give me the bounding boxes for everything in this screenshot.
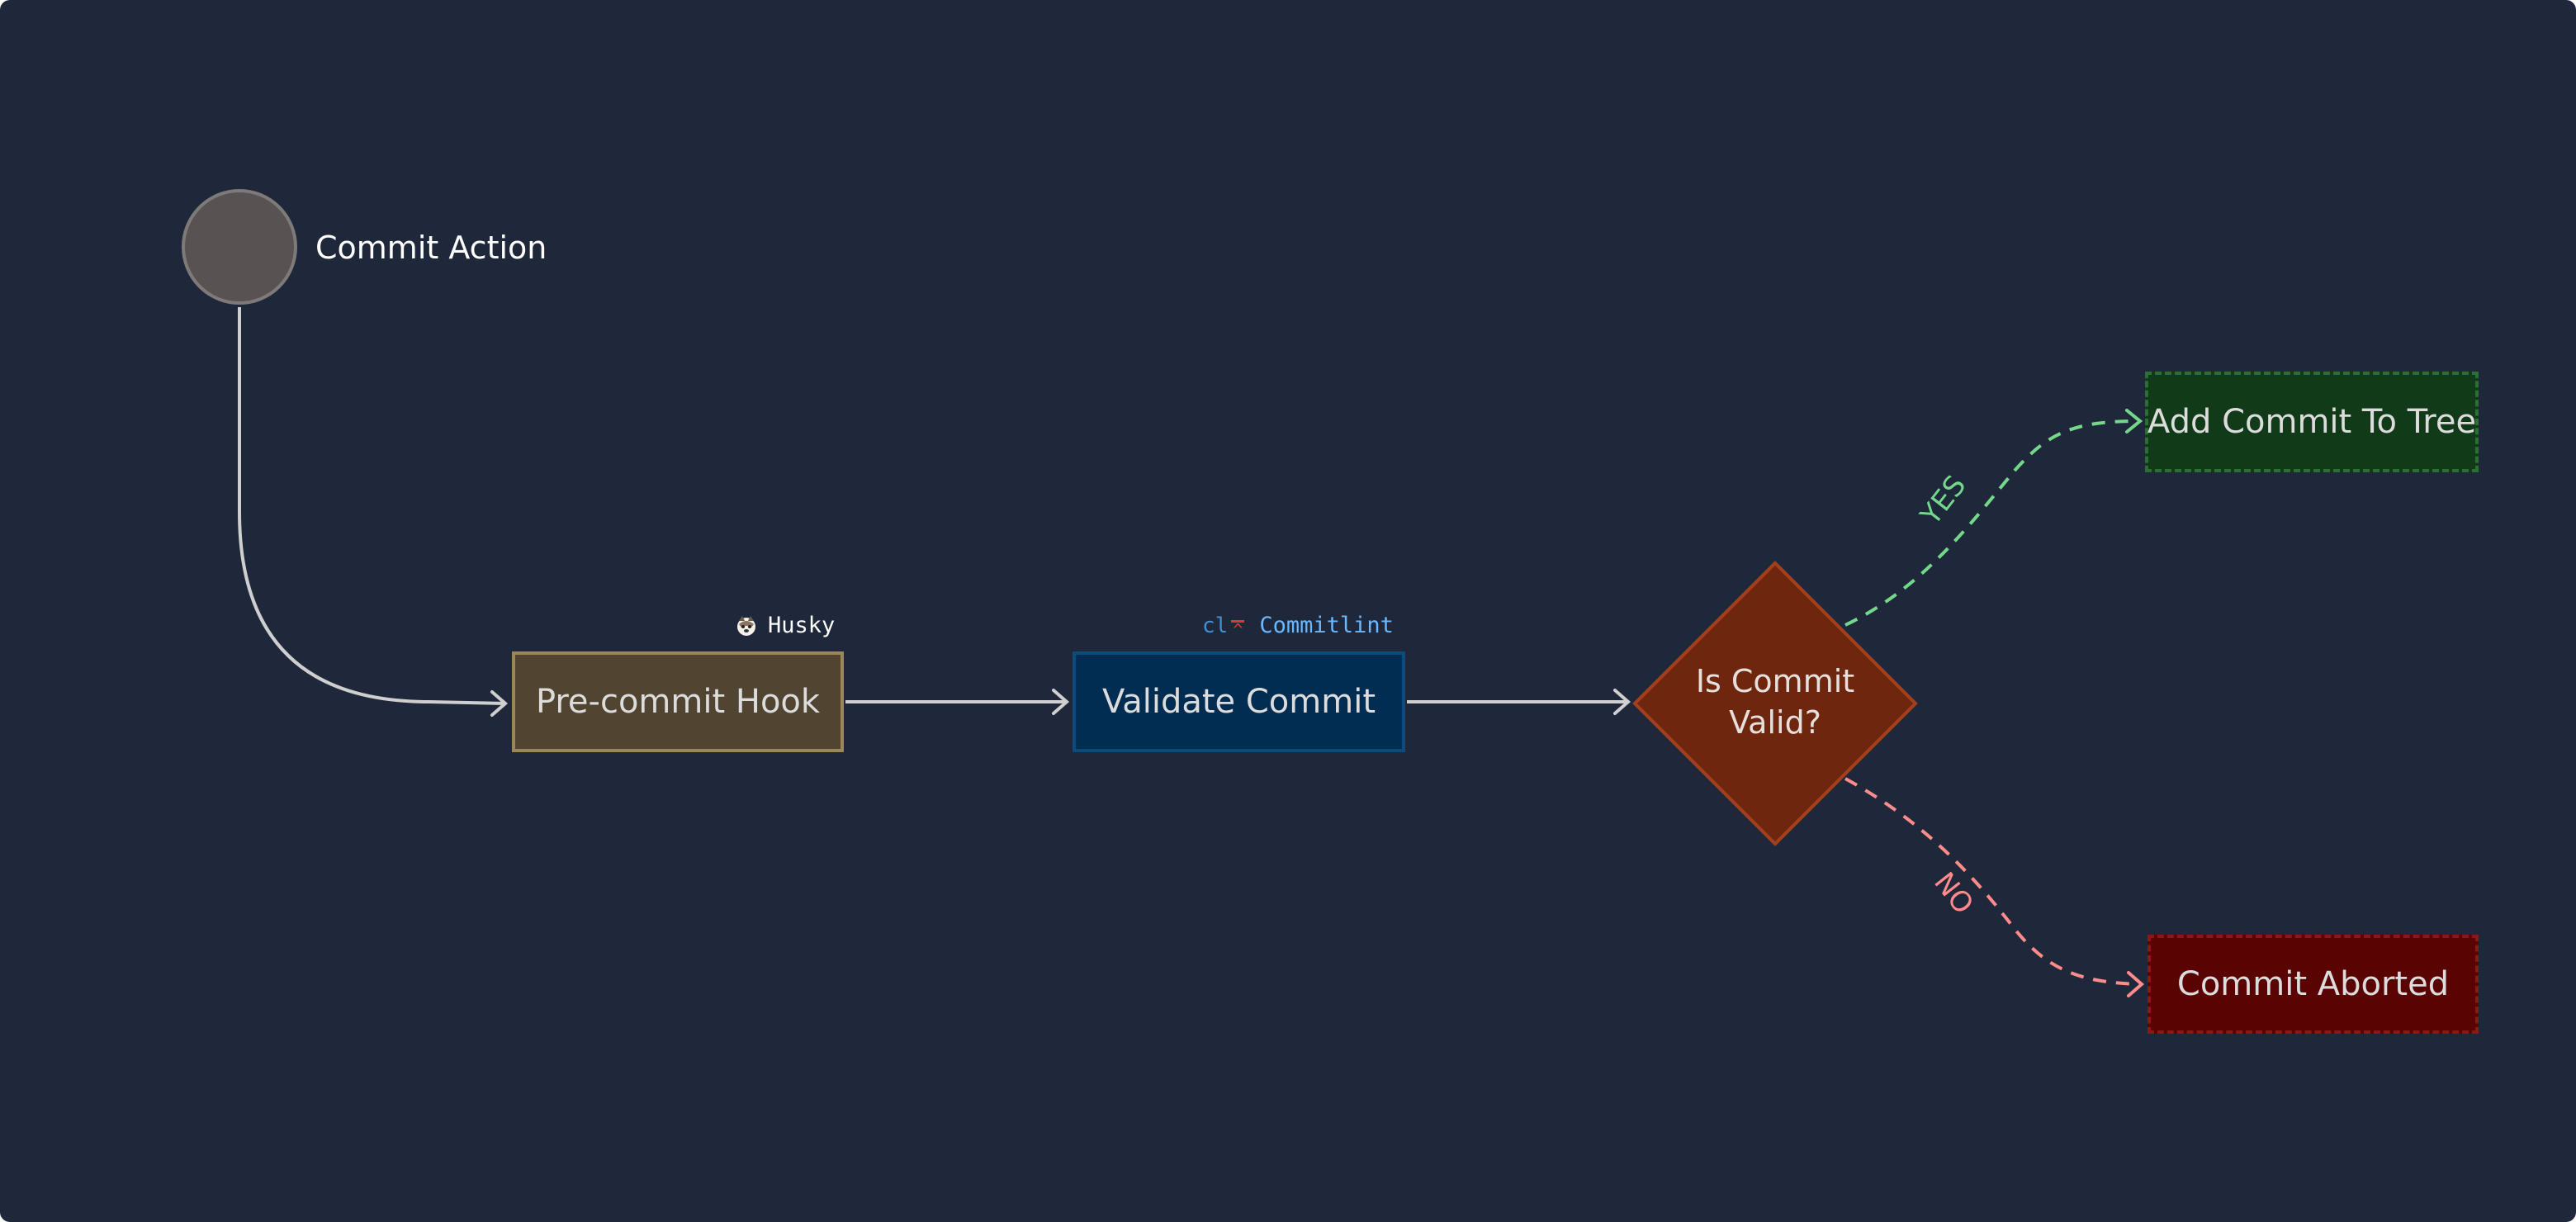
arrowhead-yes xyxy=(2125,409,2143,433)
edge-yes xyxy=(1844,419,2139,627)
pre-commit-hook-label: Pre-commit Hook xyxy=(535,683,821,721)
start-node xyxy=(182,189,297,305)
dog-icon xyxy=(737,615,755,636)
commit-aborted-node: Commit Aborted xyxy=(2147,935,2479,1034)
add-commit-label: Add Commit To Tree xyxy=(2147,403,2477,441)
validate-commit-label: Validate Commit xyxy=(1101,683,1376,721)
arrowhead-decision xyxy=(1613,689,1631,715)
decision-label-line1: Is Commit xyxy=(1695,663,1855,699)
commitlint-caret-icon: ^ xyxy=(1231,619,1245,640)
pre-commit-hook-node: Pre-commit Hook xyxy=(512,651,844,752)
commitlint-label: Commitlint xyxy=(1259,613,1394,638)
validate-commit-node: Validate Commit xyxy=(1073,651,1405,752)
edge-no xyxy=(1844,777,2141,986)
arrowhead-validate xyxy=(1052,689,1070,715)
decision-label-line2: Valid? xyxy=(1729,704,1821,741)
commit-aborted-label: Commit Aborted xyxy=(2176,965,2450,1003)
arrowhead-hook xyxy=(490,690,509,717)
add-commit-node: Add Commit To Tree xyxy=(2145,372,2479,472)
decision-label: Is Commit Valid? xyxy=(1643,661,1907,743)
commitlint-icon: cl ^ xyxy=(1202,613,1245,640)
arrowhead-no xyxy=(2127,971,2145,997)
start-label: Commit Action xyxy=(315,230,547,266)
husky-label: Husky xyxy=(768,613,836,638)
decision-diamond xyxy=(1632,561,1918,846)
commitlint-icon-text: cl xyxy=(1202,613,1229,638)
husky-annotation: Husky xyxy=(735,613,835,638)
commitlint-annotation: cl ^ Commitlint xyxy=(1202,613,1394,638)
edge-start-to-hook xyxy=(238,307,506,705)
